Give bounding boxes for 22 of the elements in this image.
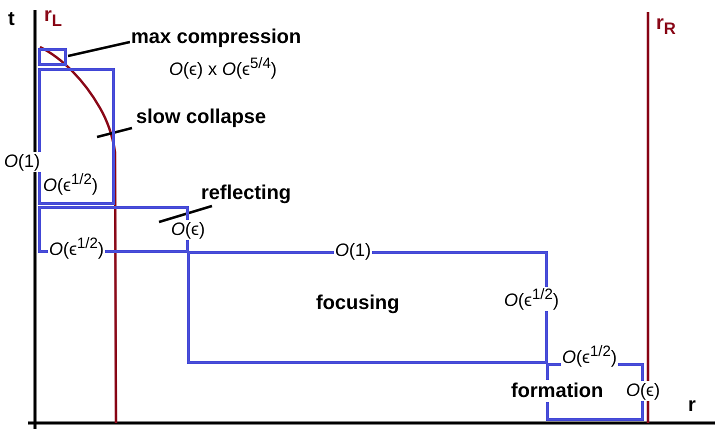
region-label: focusing bbox=[315, 292, 400, 314]
boundary-label: r$_{L}$ bbox=[44, 4, 62, 31]
axis-label: t bbox=[8, 8, 15, 31]
region-label: slow collapse bbox=[135, 106, 268, 128]
region-label: reflecting bbox=[200, 182, 292, 204]
dimension-label: O(ϵ) bbox=[170, 220, 206, 240]
region-label: formation bbox=[510, 380, 604, 402]
leader-line bbox=[68, 40, 130, 58]
leader-line bbox=[96, 126, 132, 138]
dimension-label: O(1) bbox=[334, 241, 372, 261]
dimension-label: O(ϵ$^{1/2}$) bbox=[503, 287, 560, 311]
axis-label: r bbox=[688, 394, 696, 417]
dimension-label: O(ϵ) bbox=[625, 381, 661, 401]
dimension-label: O(ϵ$^{1/2}$) bbox=[561, 344, 618, 368]
dimension-label: O(1) bbox=[3, 152, 42, 172]
leader-line bbox=[158, 204, 212, 224]
region-box bbox=[38, 48, 67, 66]
dimension-label: O(ϵ$^{1/2}$) bbox=[42, 172, 99, 196]
dimension-label: O(ϵ$^{1/2}$) bbox=[48, 236, 105, 260]
dimension-label: O(ϵ) x O(ϵ$^{5/4}$) bbox=[168, 56, 278, 80]
region-label: max compression bbox=[130, 26, 302, 48]
boundary-label: r$_{R}$ bbox=[656, 12, 676, 39]
